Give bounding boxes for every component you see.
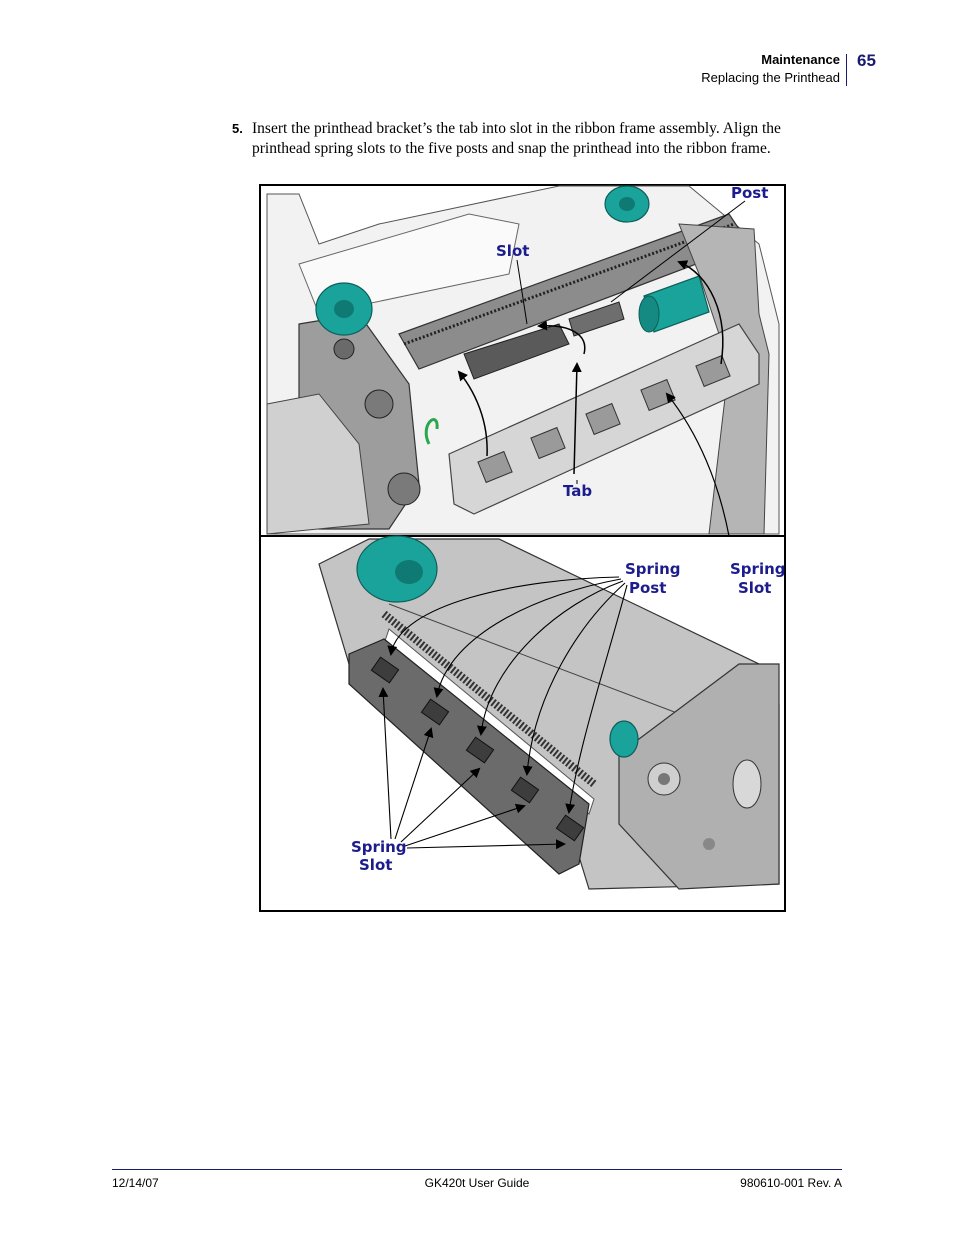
teal-gear-left xyxy=(315,282,373,336)
step-paragraph: 5. Insert the printhead bracket’s the ta… xyxy=(232,119,832,159)
label-slot: Slot xyxy=(496,242,529,260)
step-text: Insert the printhead bracket’s the tab i… xyxy=(252,120,781,157)
top-illustration: Post Slot Tab xyxy=(266,184,780,537)
page-number: 65 xyxy=(857,51,876,70)
label-spring-slot-right-1: Spring xyxy=(730,560,786,578)
teal-gear-bottom xyxy=(356,535,438,603)
footer-date: 12/14/07 xyxy=(112,1176,159,1190)
step-number: 5. xyxy=(232,121,243,136)
label-spring-slot-left-2: Slot xyxy=(359,856,392,874)
printhead-figure: Post Slot Tab xyxy=(259,184,786,912)
header-subsection-title: Replacing the Printhead xyxy=(701,70,840,85)
bracket-tab xyxy=(463,323,570,380)
footer-divider xyxy=(112,1169,842,1170)
label-tab: Tab xyxy=(563,482,592,500)
label-spring-slot-right-2: Slot xyxy=(738,579,771,597)
teal-gear-top xyxy=(604,185,650,223)
header-divider xyxy=(846,54,847,86)
label-spring-slot-left-1: Spring xyxy=(351,838,407,856)
label-post: Post xyxy=(731,184,768,202)
teal-spindle xyxy=(638,275,710,333)
header-section-title: Maintenance xyxy=(761,52,840,67)
bottom-illustration: Spring Post Spring Slot Spring Slot xyxy=(318,535,786,890)
label-spring-post-1: Spring xyxy=(625,560,681,578)
footer-doc-id: 980610-001 Rev. A xyxy=(740,1176,842,1190)
teal-knob-bottom xyxy=(609,720,639,758)
footer-title: GK420t User Guide xyxy=(424,1176,530,1190)
label-spring-post-2: Post xyxy=(629,579,666,597)
printhead-dark xyxy=(348,638,590,875)
